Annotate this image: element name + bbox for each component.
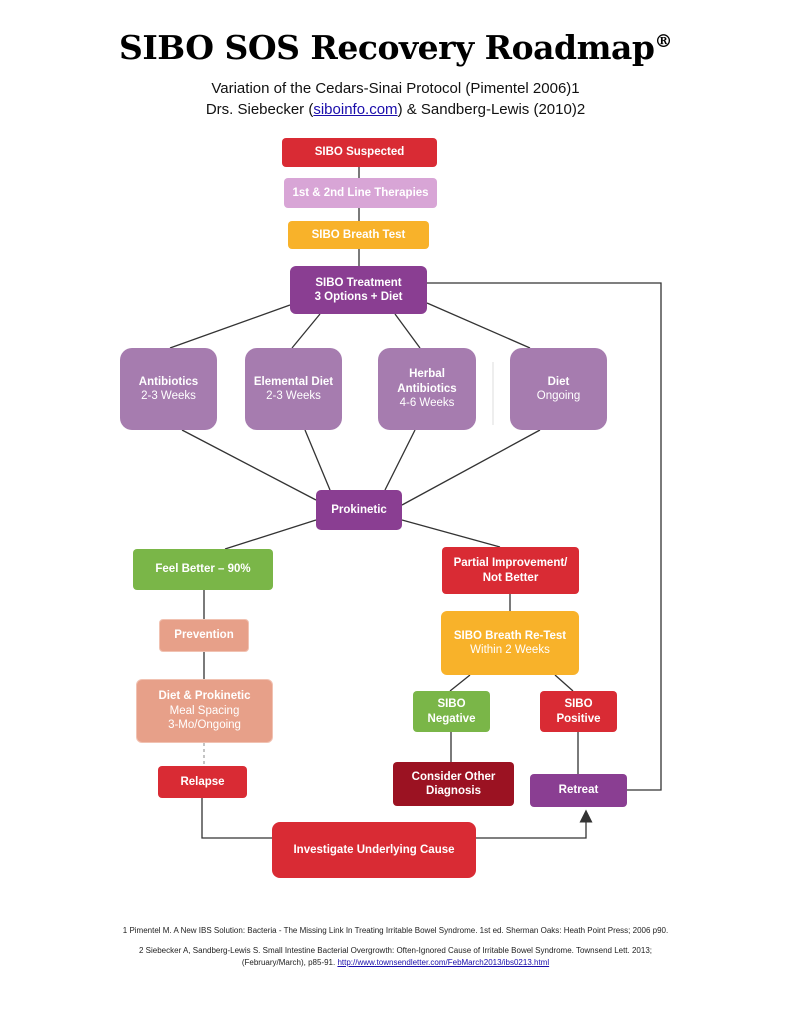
footnote-2-line-1: 2 Siebecker A, Sandberg-Lewis S. Small I… xyxy=(138,946,652,955)
footnote-2-line-2: (February/March), p85-91. http://www.tow… xyxy=(241,958,550,967)
line-prokinetic-partial xyxy=(401,519,501,548)
townsendletter-link[interactable]: http://www.townsendletter.com/FebMarch20… xyxy=(337,958,550,967)
siboinfo-link[interactable]: siboinfo.com xyxy=(313,101,398,118)
subtitle-line-1: Variation of the Cedars-Sinai Protocol (… xyxy=(211,80,580,97)
retreat-box: Retreat xyxy=(530,774,627,807)
partial-improvement-box: Partial Improvement/Not Better xyxy=(442,547,579,594)
line-investigate-retreat xyxy=(476,809,593,839)
registered-mark: ® xyxy=(654,31,672,52)
line-retest-negative xyxy=(449,674,471,692)
line-herbal-prokinetic xyxy=(384,429,416,491)
page-title: SIBO SOS Recovery Roadmap® xyxy=(119,28,672,67)
relapse-box: Relapse xyxy=(158,766,247,798)
line-diet-prokinetic xyxy=(401,429,541,506)
feel-better-box: Feel Better – 90% xyxy=(133,549,273,590)
prevention-box: Prevention xyxy=(159,619,249,652)
line-treatment-elemental xyxy=(291,313,321,349)
line-retreat-loop xyxy=(427,282,662,791)
line-treatment-antibiotics xyxy=(169,304,291,349)
line-treatment-herbal xyxy=(394,313,421,349)
subtitle-line-2: Drs. Siebecker (siboinfo.com) & Sandberg… xyxy=(205,101,586,118)
prokinetic-box: Prokinetic xyxy=(316,490,402,530)
breath-test-box: SIBO Breath Test xyxy=(288,221,429,249)
line-retest-positive xyxy=(554,674,574,692)
line-treatment-diet xyxy=(426,302,531,349)
line-therapies-box: 1st & 2nd Line Therapies xyxy=(284,178,437,208)
line-elemental-prokinetic xyxy=(304,429,331,491)
footnote-1: 1 Pimentel M. A New IBS Solution: Bacter… xyxy=(122,926,669,935)
investigate-cause-box: Investigate Underlying Cause xyxy=(272,822,476,878)
sibo-suspected-box: SIBO Suspected xyxy=(282,138,437,167)
line-prokinetic-feelbetter xyxy=(224,519,317,550)
line-relapse-investigate xyxy=(201,798,272,839)
line-antibiotics-prokinetic xyxy=(181,429,317,501)
